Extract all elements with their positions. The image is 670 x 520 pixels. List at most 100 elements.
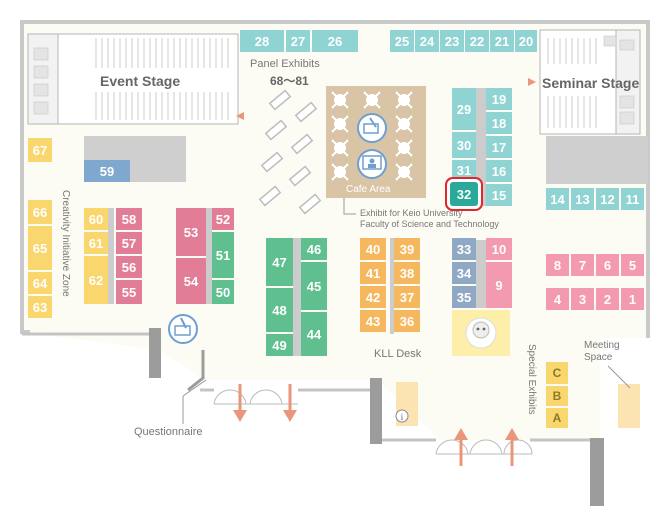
meeting-leader [607, 365, 631, 389]
booth-25[interactable]: 25 [390, 30, 414, 52]
booth-44[interactable]: 44 [301, 312, 327, 356]
booth-30[interactable]: 30 [452, 132, 476, 158]
booth-64[interactable]: 64 [28, 272, 52, 294]
booth-34[interactable]: 34 [452, 262, 476, 284]
booth-21[interactable]: 21 [490, 30, 514, 52]
pillar [590, 438, 604, 506]
event-stage-label: Event Stage [100, 73, 181, 89]
booth-27[interactable]: 27 [286, 30, 310, 52]
booth-45[interactable]: 45 [301, 262, 327, 310]
booth-67[interactable]: 67 [28, 138, 52, 162]
booth-57[interactable]: 57 [116, 232, 142, 254]
booth-47[interactable]: 47 [266, 238, 293, 286]
booth-65[interactable]: 65 [28, 226, 52, 270]
booth-17[interactable]: 17 [486, 136, 512, 158]
booth-60[interactable]: 60 [84, 208, 108, 230]
direction-marker [236, 112, 244, 120]
booth-36[interactable]: 36 [394, 310, 420, 332]
cafe-area-label: Cafe Area [346, 184, 391, 195]
booth-49[interactable]: 49 [266, 334, 293, 356]
special-booth-a[interactable]: A [546, 408, 568, 428]
panel-exhibits-label: Panel Exhibits [250, 58, 320, 70]
booth-41[interactable]: 41 [360, 262, 386, 284]
pillar [149, 328, 161, 378]
creativity-zone-label: Creativity Initiative Zone [60, 190, 71, 297]
booth-54[interactable]: 54 [176, 258, 206, 304]
direction-marker [528, 78, 536, 86]
booth-33[interactable]: 33 [452, 238, 476, 260]
booth-66[interactable]: 66 [28, 200, 52, 224]
booth-40[interactable]: 40 [360, 238, 386, 260]
storage-blocks [84, 136, 648, 184]
booth-35[interactable]: 35 [452, 286, 476, 308]
booth-10[interactable]: 10 [486, 238, 512, 260]
booth-20[interactable]: 20 [515, 30, 537, 52]
booth-37[interactable]: 37 [394, 286, 420, 308]
seminar-stage[interactable] [539, 29, 641, 135]
booth-7[interactable]: 7 [571, 254, 594, 276]
booth-14[interactable]: 14 [546, 188, 569, 210]
kll-desk-label: KLL Desk [374, 348, 422, 360]
booth-15[interactable]: 15 [486, 184, 512, 206]
booth-22[interactable]: 22 [465, 30, 489, 52]
booth-56[interactable]: 56 [116, 256, 142, 278]
entrance-arrows [233, 384, 519, 466]
booth-53[interactable]: 53 [176, 208, 206, 256]
booth-1[interactable]: 1 [621, 288, 644, 310]
panel-range-label: 68〜81 [270, 74, 309, 88]
leader-line [343, 198, 356, 215]
booth-46[interactable]: 46 [301, 238, 327, 260]
booth-19[interactable]: 19 [486, 88, 512, 110]
booth-43[interactable]: 43 [360, 310, 386, 332]
booth-55[interactable]: 55 [116, 280, 142, 304]
lower-wall [22, 332, 600, 442]
booth-61[interactable]: 61 [84, 232, 108, 254]
separator-strips [108, 88, 486, 356]
booth-6[interactable]: 6 [596, 254, 619, 276]
booth-59[interactable]: 59 [84, 160, 130, 182]
meeting-space[interactable] [618, 384, 640, 428]
booth-23[interactable]: 23 [440, 30, 464, 52]
booth-18[interactable]: 18 [486, 112, 512, 134]
pillar [370, 378, 382, 444]
panel-exhibit-boards[interactable] [258, 89, 322, 215]
booth-39[interactable]: 39 [394, 238, 420, 260]
booth-13[interactable]: 13 [571, 188, 594, 210]
booth-24[interactable]: 24 [415, 30, 439, 52]
booth-12[interactable]: 12 [596, 188, 619, 210]
questionnaire-icon[interactable] [168, 314, 198, 344]
booth-8[interactable]: 8 [546, 254, 569, 276]
booth-48[interactable]: 48 [266, 288, 293, 332]
booth-5[interactable]: 5 [621, 254, 644, 276]
meeting-space-label: Meeting Space [584, 340, 620, 363]
cafe-area[interactable] [326, 86, 426, 198]
booth-9[interactable]: 9 [486, 262, 512, 308]
booth-58[interactable]: 58 [116, 208, 142, 230]
booth-28[interactable]: 28 [240, 30, 284, 52]
booth-3[interactable]: 3 [571, 288, 594, 310]
special-booth-c[interactable]: C [546, 362, 568, 384]
event-stage[interactable] [27, 33, 239, 125]
booth-2[interactable]: 2 [596, 288, 619, 310]
booth-4[interactable]: 4 [546, 288, 569, 310]
booth-11[interactable]: 11 [621, 188, 644, 210]
booth-38[interactable]: 38 [394, 262, 420, 284]
entrance-doors-left [213, 389, 298, 405]
kll-desk[interactable] [395, 382, 418, 426]
booth-31[interactable]: 31 [452, 160, 476, 180]
special-exhibits-label: Special Exhibits [526, 344, 537, 415]
booth-26[interactable]: 26 [312, 30, 358, 52]
robot-exhibit[interactable] [452, 310, 510, 356]
booth-32-highlighted[interactable]: 32 [450, 182, 478, 206]
booth-29[interactable]: 29 [452, 88, 476, 130]
seminar-stage-label: Seminar Stage [542, 75, 640, 91]
booth-42[interactable]: 42 [360, 286, 386, 308]
booth-62[interactable]: 62 [84, 256, 108, 304]
special-booth-b[interactable]: B [546, 386, 568, 406]
booth-52[interactable]: 52 [212, 208, 234, 230]
booth-51[interactable]: 51 [212, 232, 234, 278]
booth-16[interactable]: 16 [486, 160, 512, 182]
booth-63[interactable]: 63 [28, 296, 52, 318]
booth-50[interactable]: 50 [212, 280, 234, 304]
